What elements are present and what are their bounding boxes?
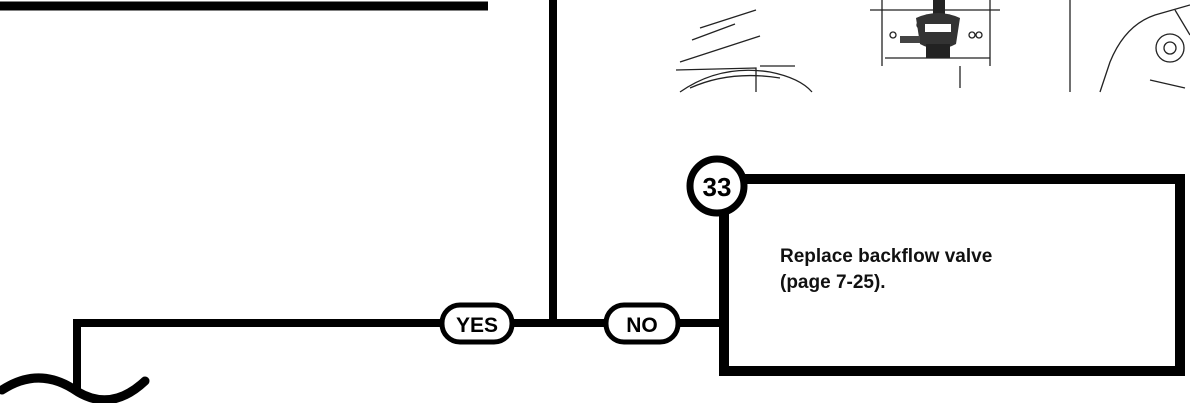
step-box bbox=[719, 174, 1185, 376]
valve-assembly-icon bbox=[900, 0, 960, 58]
step-number: 33 bbox=[703, 172, 732, 202]
step-instruction-line2: (page 7-25). bbox=[780, 272, 886, 293]
yes-label: YES bbox=[456, 314, 498, 337]
step-instruction-line1: Replace backflow valve bbox=[780, 246, 993, 267]
no-branch-pill: NO bbox=[603, 302, 681, 345]
step-number-badge: 33 bbox=[686, 155, 748, 217]
step-instruction: Replace backflow valve (page 7-25). bbox=[780, 244, 1080, 296]
yes-branch-pill: YES bbox=[439, 302, 515, 345]
no-label: NO bbox=[626, 314, 658, 337]
continuation-tilde bbox=[0, 373, 150, 403]
